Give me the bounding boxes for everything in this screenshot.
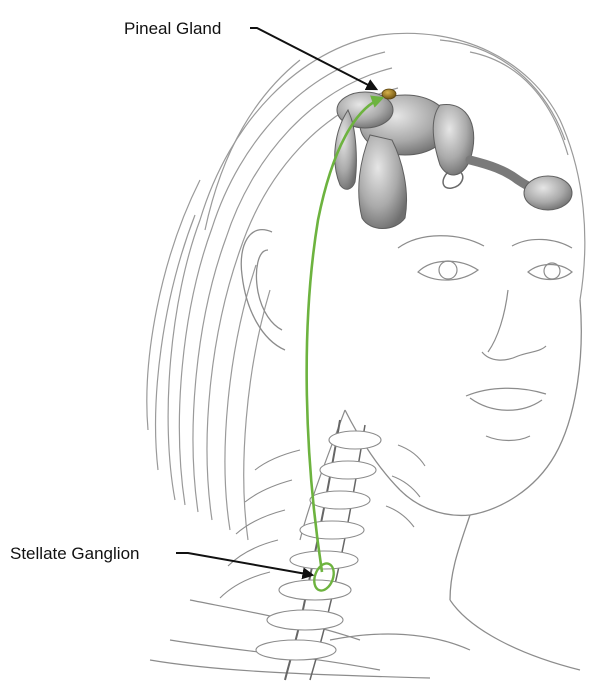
face-outline [345, 300, 581, 600]
hypothalamus-shape [433, 104, 474, 175]
eyes [398, 236, 572, 280]
label-stellate-ganglion: Stellate Ganglion [10, 544, 139, 563]
cervical-spine [220, 420, 425, 680]
ear [241, 230, 285, 350]
brain-structures [335, 92, 572, 229]
stellate-leader-line [176, 553, 312, 575]
pituitary-shape [524, 176, 572, 210]
neck-shoulders [150, 410, 580, 678]
mouth [466, 388, 546, 440]
nose [482, 290, 546, 360]
pineal-leader-line [250, 28, 376, 89]
pineal-gland-dot [382, 89, 396, 99]
label-pineal-gland: Pineal Gland [124, 19, 221, 38]
